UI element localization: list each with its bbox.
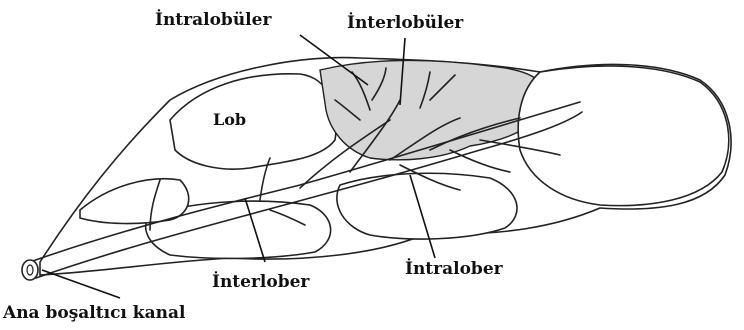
duct-opening	[22, 260, 38, 280]
label-ana-bosaltici-kanal: Ana boşaltıcı kanal	[2, 303, 186, 323]
label-interlobuler: İnterlobüler	[347, 12, 464, 33]
lobe-right	[518, 66, 729, 206]
leader-ana-bosaltici	[42, 270, 120, 298]
label-interlober: İnterlober	[212, 271, 310, 292]
label-lob: Lob	[213, 110, 246, 129]
label-intralobuler: İntralobüler	[155, 9, 272, 30]
label-intralober: İntralober	[405, 258, 504, 279]
